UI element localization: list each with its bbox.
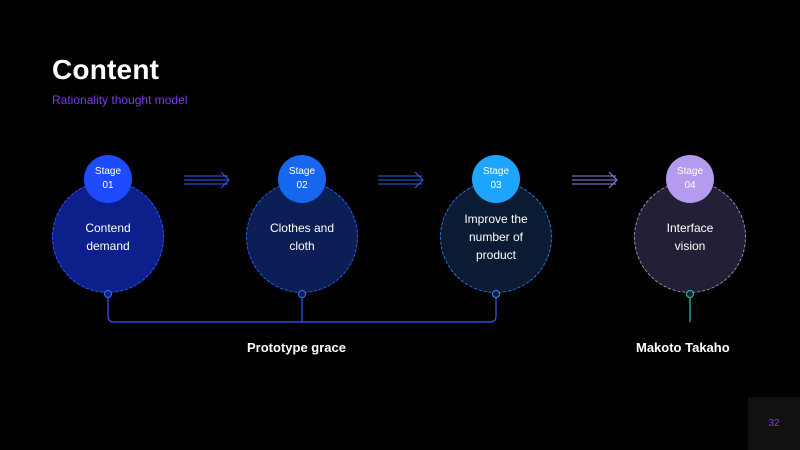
stage-dot-2 <box>298 290 306 298</box>
stage-badge-number: 04 <box>684 180 696 191</box>
group-label-author: Makoto Takaho <box>636 340 730 355</box>
page-subtitle: Rationality thought model <box>52 93 188 107</box>
stage-badge-number: 02 <box>296 180 308 191</box>
page-number-box: 32 <box>748 397 800 450</box>
page-title: Content <box>52 54 160 85</box>
page-number: 32 <box>768 418 780 429</box>
stage-circle-4: Interface vision <box>634 181 746 293</box>
stage-dot-4 <box>686 290 694 298</box>
stage-text-2: Clothes and cloth <box>269 221 335 253</box>
group-label-prototype: Prototype grace <box>247 340 346 355</box>
stage-badge-number: 01 <box>102 180 114 191</box>
arrow-icon <box>378 171 424 189</box>
stage-badge-2: Stage 02 <box>278 155 326 203</box>
stage-dot-3 <box>492 290 500 298</box>
stage-badge-label: Stage <box>288 166 316 177</box>
stage-badge-label: Stage <box>676 166 704 177</box>
stage-circle-2: Clothes and cloth <box>246 181 358 293</box>
stage-badge-1: Stage 01 <box>84 155 132 203</box>
stage-text-4: Interface vision <box>666 221 714 253</box>
stage-dot-1 <box>104 290 112 298</box>
stage-badge-number: 03 <box>490 180 502 191</box>
stage-text-1: Contend demand <box>85 221 131 253</box>
stage-badge-3: Stage 03 <box>472 155 520 203</box>
stage-badge-label: Stage <box>94 166 122 177</box>
bracket-connector <box>107 298 497 323</box>
arrow-icon <box>184 171 230 189</box>
stage-text-3: Improve the number of product <box>464 212 528 262</box>
arrow-icon <box>572 171 618 189</box>
stage-badge-4: Stage 04 <box>666 155 714 203</box>
stage-badge-label: Stage <box>482 166 510 177</box>
